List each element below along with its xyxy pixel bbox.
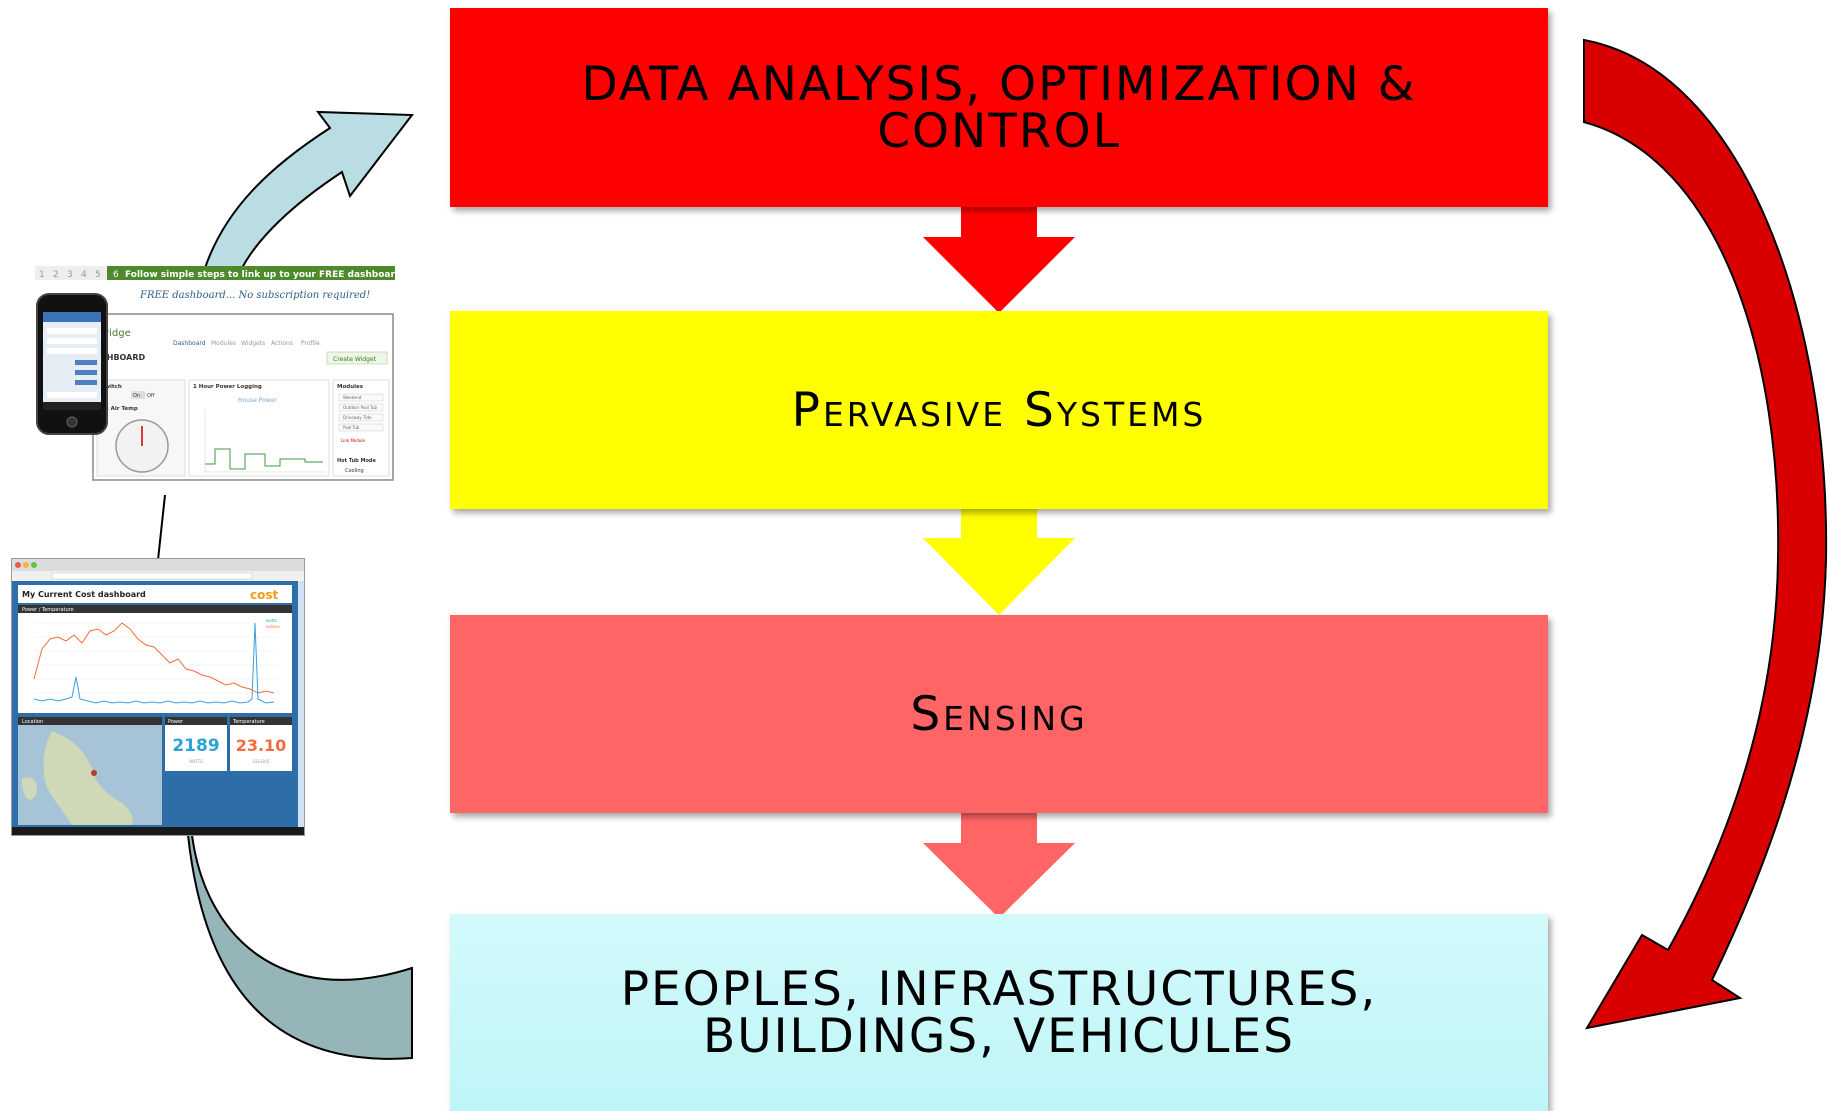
chart-title: House Power: [238, 397, 277, 404]
step-number: 3: [67, 270, 73, 280]
temperature-unit: CELSIUS: [253, 759, 270, 764]
box-pervasive-systems-label: Pervasive Systems: [791, 382, 1207, 438]
power-line: [33, 622, 275, 704]
panel-modules: Modules: [337, 384, 364, 390]
panel-air-temp: de Air Temp: [101, 406, 138, 412]
panel-logging: 1 Hour Power Logging: [193, 384, 262, 390]
switch-off: Off: [147, 393, 155, 399]
legend-watts: watts: [266, 618, 277, 623]
link-module: Link Module: [341, 438, 366, 443]
tagline: FREE dashboard... No subscription requir…: [139, 290, 370, 301]
temperature-line: [33, 622, 275, 694]
step-number: 4: [81, 270, 87, 280]
box-peoples-infrastructures: PEOPLES, INFRASTRUCTURES, BUILDINGS, VEH…: [450, 914, 1548, 1111]
dashboard-heading: SHBOARD: [101, 353, 145, 362]
brand: ridge: [105, 328, 131, 339]
box-peoples-label: PEOPLES, INFRASTRUCTURES, BUILDINGS, VEH…: [620, 961, 1378, 1064]
steps-banner: Follow simple steps to link up to your F…: [125, 270, 395, 280]
nav-item: Actions: [271, 340, 293, 347]
dashboard-screenshot-top: 1 2 3 4 5 6 Follow simple steps to link …: [35, 264, 395, 482]
panel-location: Location: [22, 719, 43, 725]
temperature-value: 23.10: [236, 736, 287, 755]
hot-tub-label: Hot Tub Mode: [337, 458, 376, 464]
cooling-label: Cooling: [345, 468, 364, 474]
step-number: 5: [95, 270, 101, 280]
dashboard-screenshot-bottom-svg: My Current Cost dashboard cost Power / T…: [12, 559, 304, 835]
create-widget-button: Create Widget: [333, 356, 377, 363]
panel-power-temp: Power / Temperature: [22, 607, 74, 613]
down-arrow-1: [923, 205, 1075, 313]
panel-switch: Switch: [101, 384, 122, 390]
nav-item: Modules: [211, 340, 236, 347]
current-cost-title: My Current Cost dashboard: [22, 590, 146, 599]
module-item: Pool Tub: [343, 425, 360, 430]
step-number: 2: [53, 270, 59, 280]
box-data-analysis: DATA ANALYSIS, OPTIMIZATION & CONTROL: [450, 8, 1548, 207]
nav-item: Profile: [301, 340, 320, 347]
nav-item: Widgets: [241, 340, 265, 347]
switch-on: On: [133, 393, 140, 399]
current-cost-logo: cost: [250, 588, 279, 602]
power-unit: WATTS: [189, 759, 203, 764]
panel-power: Power: [168, 719, 184, 725]
nav-item: Dashboard: [173, 340, 206, 347]
module-item: Weekend: [343, 395, 362, 400]
lower-left-curved-arrow: [186, 834, 413, 1060]
box-data-analysis-label: DATA ANALYSIS, OPTIMIZATION & CONTROL: [581, 56, 1417, 159]
box-pervasive-systems: Pervasive Systems: [450, 311, 1548, 509]
step-number: 1: [39, 270, 45, 280]
panel-temperature: Temperature: [232, 719, 265, 725]
box-sensing: Sensing: [450, 615, 1548, 813]
legend-celsius: celsius: [266, 624, 280, 629]
down-arrow-3: [923, 811, 1075, 918]
upper-left-curved-arrow: [203, 110, 414, 269]
right-curved-arrow: [1583, 38, 1828, 1030]
box-sensing-label: Sensing: [910, 686, 1088, 742]
module-item: Outdoor Pool Tub: [343, 405, 378, 410]
down-arrow-2: [923, 507, 1075, 615]
power-value: 2189: [172, 736, 219, 756]
step-number: 6: [113, 270, 119, 280]
dashboard-screenshot-top-svg: 1 2 3 4 5 6 Follow simple steps to link …: [35, 266, 395, 481]
dashboard-screenshot-bottom: My Current Cost dashboard cost Power / T…: [11, 558, 305, 836]
connector-line: [157, 494, 166, 561]
module-item: Driveway Tide: [343, 415, 372, 420]
